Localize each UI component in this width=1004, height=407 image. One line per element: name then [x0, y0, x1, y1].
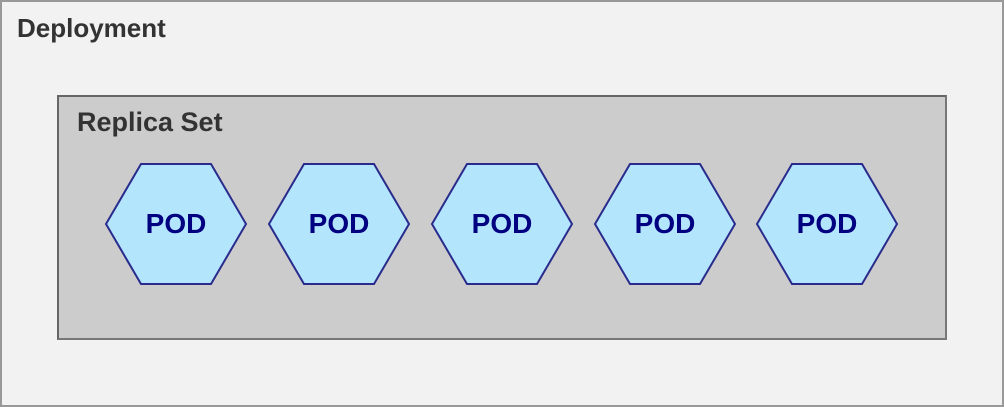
pod-hexagon: POD	[755, 162, 899, 286]
hexagon-shape	[430, 163, 574, 285]
pod-label: POD	[145, 208, 207, 239]
pod-hexagon: POD	[104, 162, 248, 286]
pod-label: POD	[308, 208, 370, 239]
pod-group: POD POD POD POD	[59, 97, 945, 338]
hexagon-shape	[755, 163, 899, 285]
pod-hexagon: POD	[430, 162, 574, 286]
pod-label: POD	[634, 208, 696, 239]
pod-label: POD	[471, 208, 533, 239]
deployment-title: Deployment	[17, 13, 166, 43]
replica-set-container: Replica Set POD POD POD	[57, 95, 947, 340]
pod-label: POD	[796, 208, 858, 239]
hexagon-shape	[593, 163, 737, 285]
pod-hexagon: POD	[593, 162, 737, 286]
pod-hexagon: POD	[267, 162, 411, 286]
replica-set-title: Replica Set	[77, 107, 223, 137]
hexagon-shape	[104, 163, 248, 285]
hexagon-shape	[267, 163, 411, 285]
